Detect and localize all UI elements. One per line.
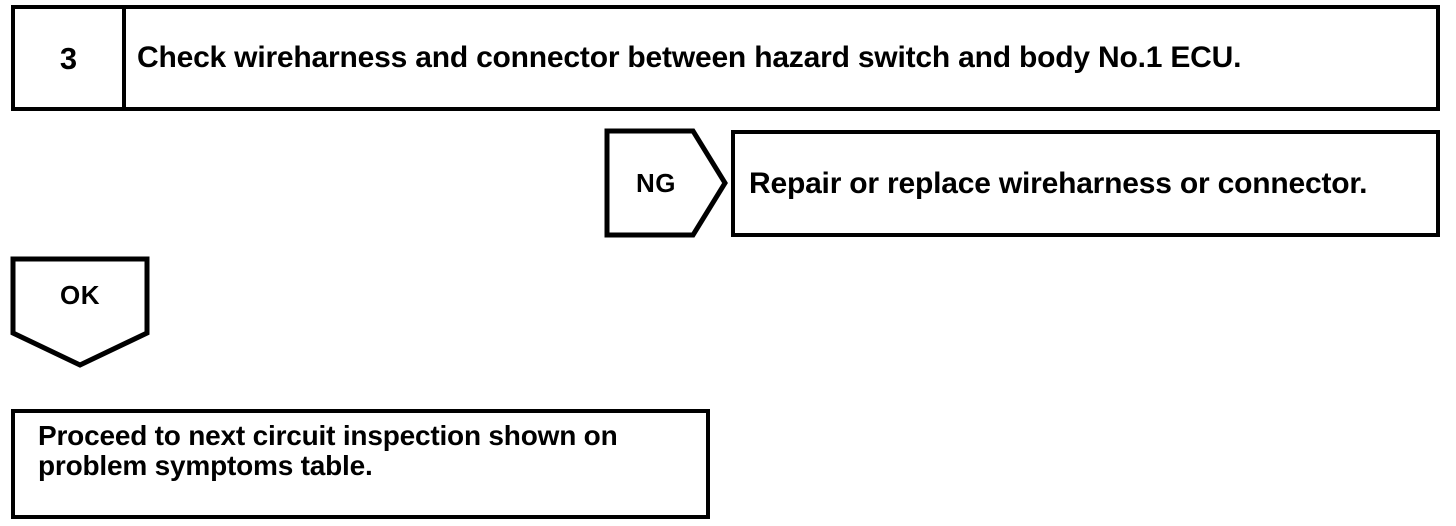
ok-branch-label: OK (60, 279, 100, 310)
ok-branch-arrow: OK (10, 256, 150, 368)
pentagon-down-icon (10, 256, 150, 368)
ng-branch-label: NG (636, 167, 676, 198)
step-instruction-cell: Check wireharness and connector between … (126, 9, 1436, 107)
step-number: 3 (59, 40, 78, 76)
ng-branch-arrow: NG (604, 128, 728, 238)
pentagon-right-icon (604, 128, 728, 238)
ng-result-text: Repair or replace wireharness or connect… (749, 166, 1368, 200)
step-instruction: Check wireharness and connector between … (137, 41, 1242, 75)
ok-result-box: Proceed to next circuit inspection shown… (11, 409, 710, 519)
ng-result-box: Repair or replace wireharness or connect… (731, 130, 1440, 237)
step-number-cell: 3 (15, 9, 126, 107)
step-header-box: 3 Check wireharness and connector betwee… (11, 5, 1440, 111)
ok-result-text: Proceed to next circuit inspection shown… (38, 420, 618, 481)
